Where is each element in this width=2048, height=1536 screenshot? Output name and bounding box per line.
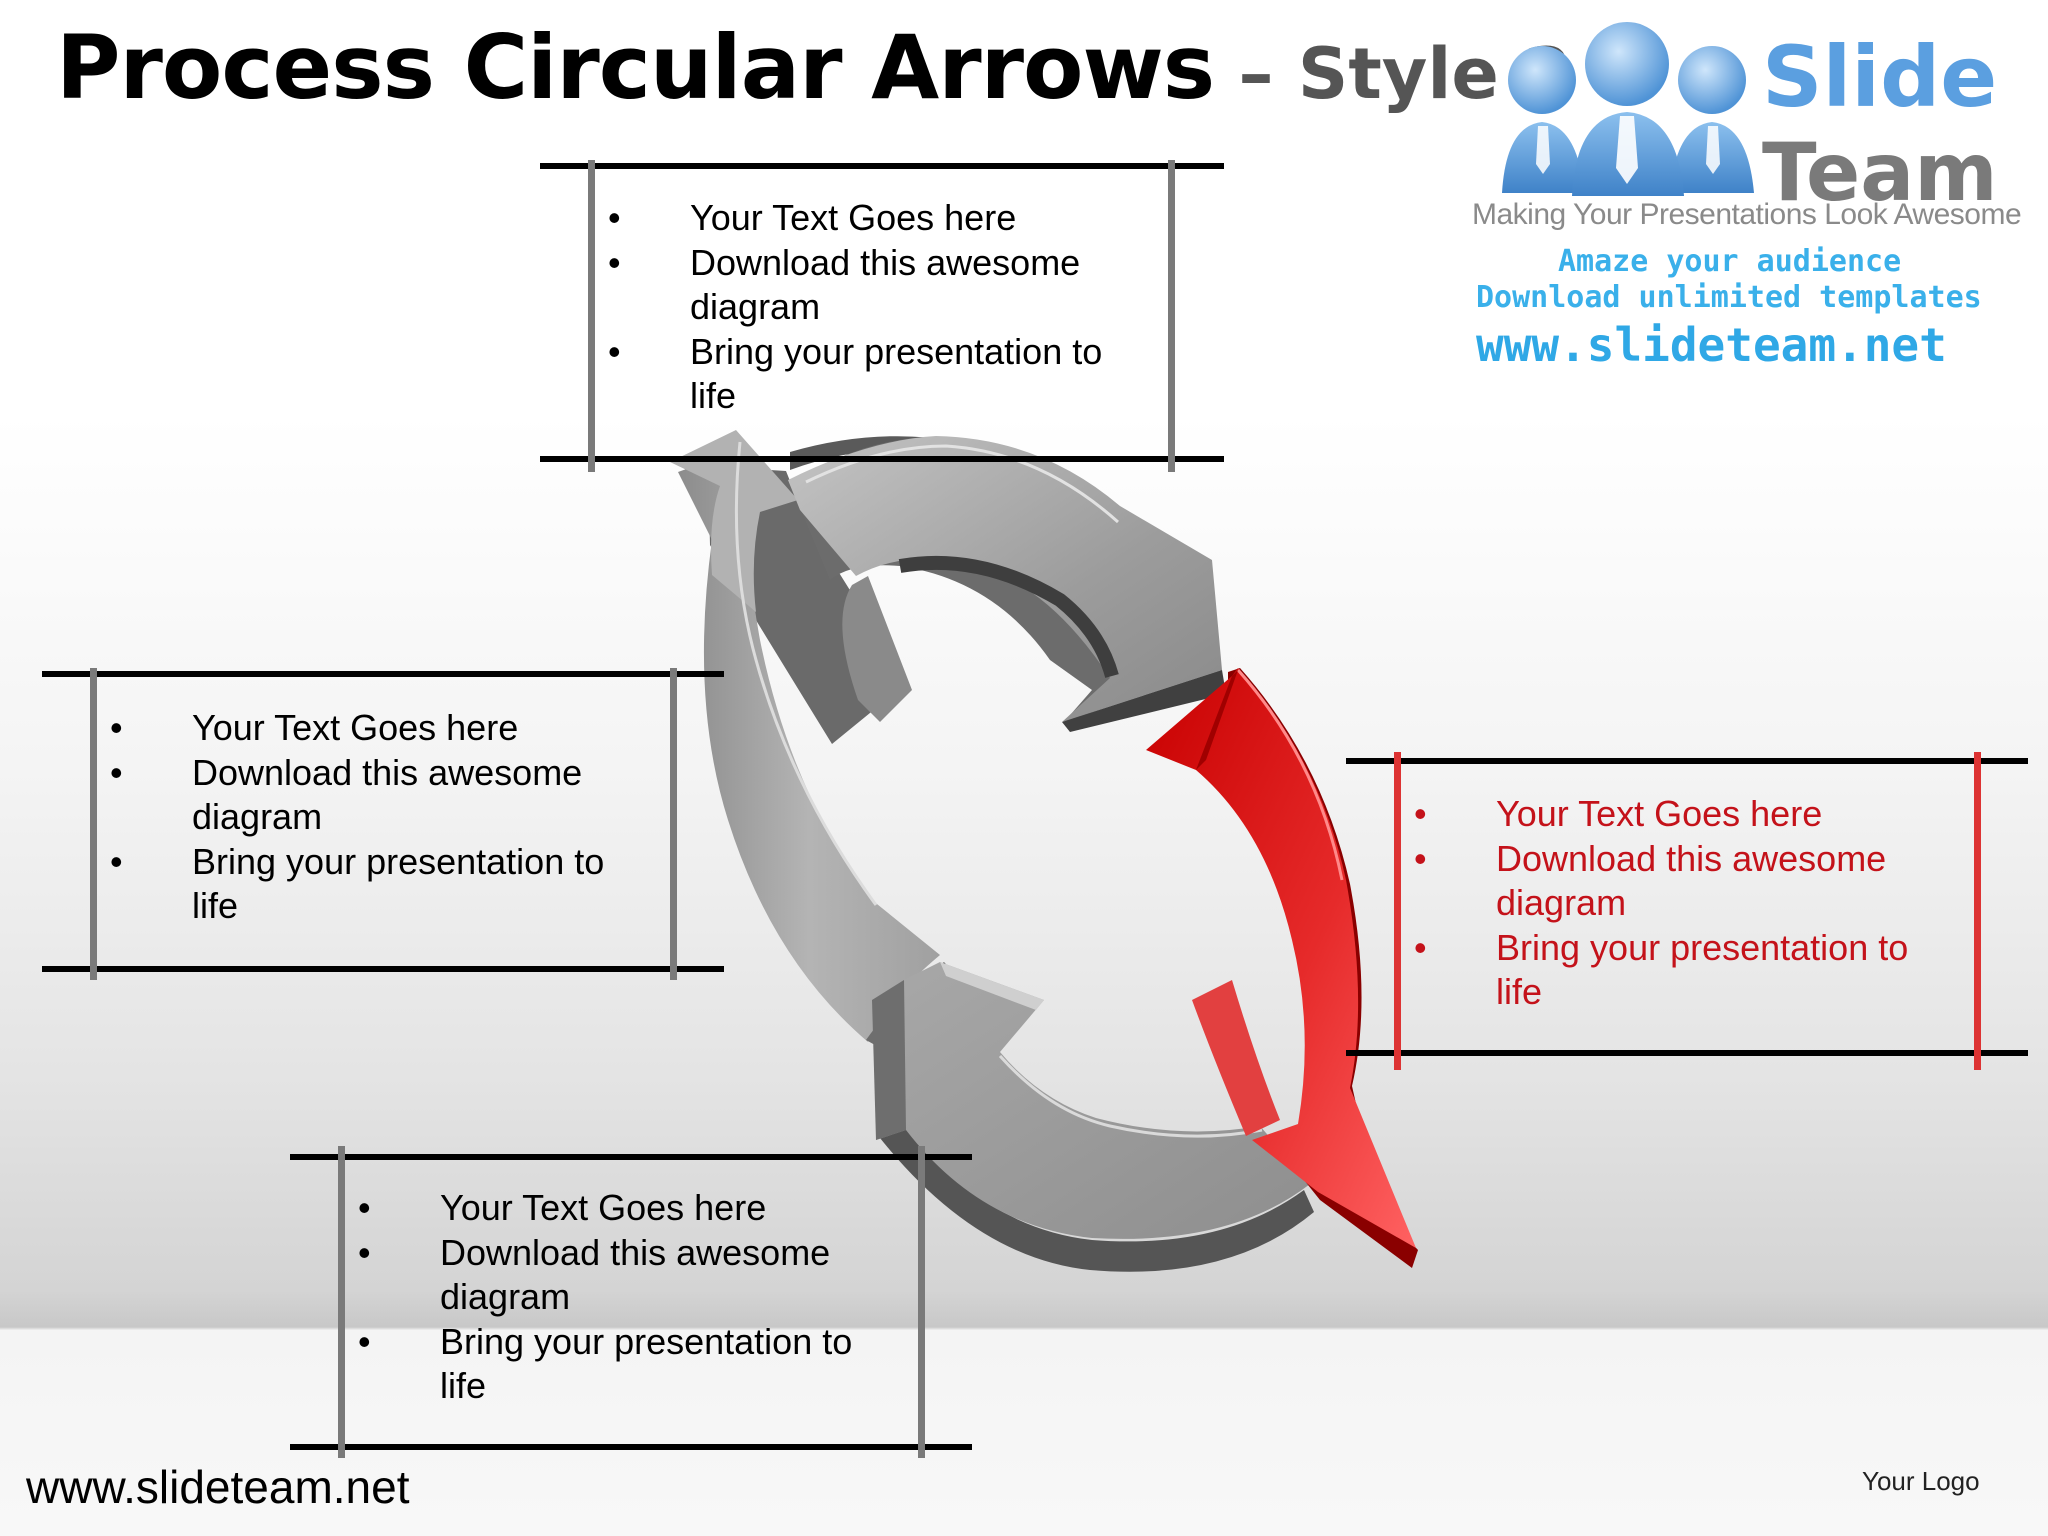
logo-line-amaze: Amaze your audience	[1558, 244, 1902, 279]
box-left-bar-left	[90, 668, 97, 980]
text-box-bottom: Your Text Goes here Download this awesom…	[290, 1146, 972, 1458]
title-main: Process Circular Arrows	[56, 16, 1215, 119]
box-left-line-top	[42, 671, 724, 677]
bullet-item: Your Text Goes here	[110, 706, 630, 751]
bullet-item: Bring your presentation to life	[110, 840, 630, 929]
text-box-right: Your Text Goes here Download this awesom…	[1346, 752, 2028, 1070]
box-bottom-line-bottom	[290, 1444, 972, 1450]
box-left-line-bottom	[42, 966, 724, 972]
text-box-left: Your Text Goes here Download this awesom…	[42, 668, 724, 980]
footer-url[interactable]: www.slideteam.net	[26, 1461, 410, 1513]
bullet-item: Your Text Goes here	[1414, 792, 1954, 837]
logo-tagline: Making Your Presentations Look Awesome	[1472, 198, 2022, 231]
box-top-bar-left	[588, 160, 595, 472]
text-box-top: Your Text Goes here Download this awesom…	[540, 160, 1224, 472]
arrow-segment-red[interactable]	[1146, 668, 1418, 1268]
arrow-segment-bottom	[872, 962, 1314, 1272]
box-right-bullets: Your Text Goes here Download this awesom…	[1414, 792, 1954, 1015]
bullet-item: Bring your presentation to life	[1414, 926, 1954, 1015]
logo-placeholder: Your Logo	[1862, 1466, 1980, 1496]
people-logo-icon	[1502, 22, 1754, 196]
box-bottom-bullets: Your Text Goes here Download this awesom…	[358, 1186, 878, 1409]
box-left-bar-right	[670, 668, 677, 980]
bullet-item: Your Text Goes here	[608, 196, 1128, 241]
box-right-line-bottom	[1346, 1050, 2028, 1056]
box-top-bullets: Your Text Goes here Download this awesom…	[608, 196, 1128, 419]
box-bottom-bar-right	[918, 1146, 925, 1458]
slideteam-logo: Slide Team Making Your Presentations Loo…	[1468, 18, 2028, 378]
bullet-item: Bring your presentation to life	[358, 1320, 878, 1409]
bullet-item: Download this awesome diagram	[608, 241, 1128, 330]
bullet-item: Download this awesome diagram	[110, 751, 630, 840]
box-top-line-bottom	[540, 456, 1224, 462]
box-right-bar-right	[1974, 752, 1981, 1070]
box-top-bar-right	[1168, 160, 1175, 472]
box-right-line-top	[1346, 758, 2028, 764]
box-top-line-top	[540, 163, 1224, 169]
bullet-item: Bring your presentation to life	[608, 330, 1128, 419]
bullet-item: Your Text Goes here	[358, 1186, 878, 1231]
logo-line-download: Download unlimited templates	[1476, 280, 1982, 315]
logo-word-slide: Slide	[1762, 28, 1998, 126]
logo-url: www.slideteam.net	[1476, 318, 1947, 372]
bullet-item: Download this awesome diagram	[1414, 837, 1954, 926]
box-bottom-bar-left	[338, 1146, 345, 1458]
arrow-segment-top	[788, 436, 1226, 732]
box-right-bar-left	[1394, 752, 1401, 1070]
box-left-bullets: Your Text Goes here Download this awesom…	[110, 706, 630, 929]
box-bottom-line-top	[290, 1154, 972, 1160]
logo-word-team: Team	[1762, 126, 1998, 219]
bullet-item: Download this awesome diagram	[358, 1231, 878, 1320]
